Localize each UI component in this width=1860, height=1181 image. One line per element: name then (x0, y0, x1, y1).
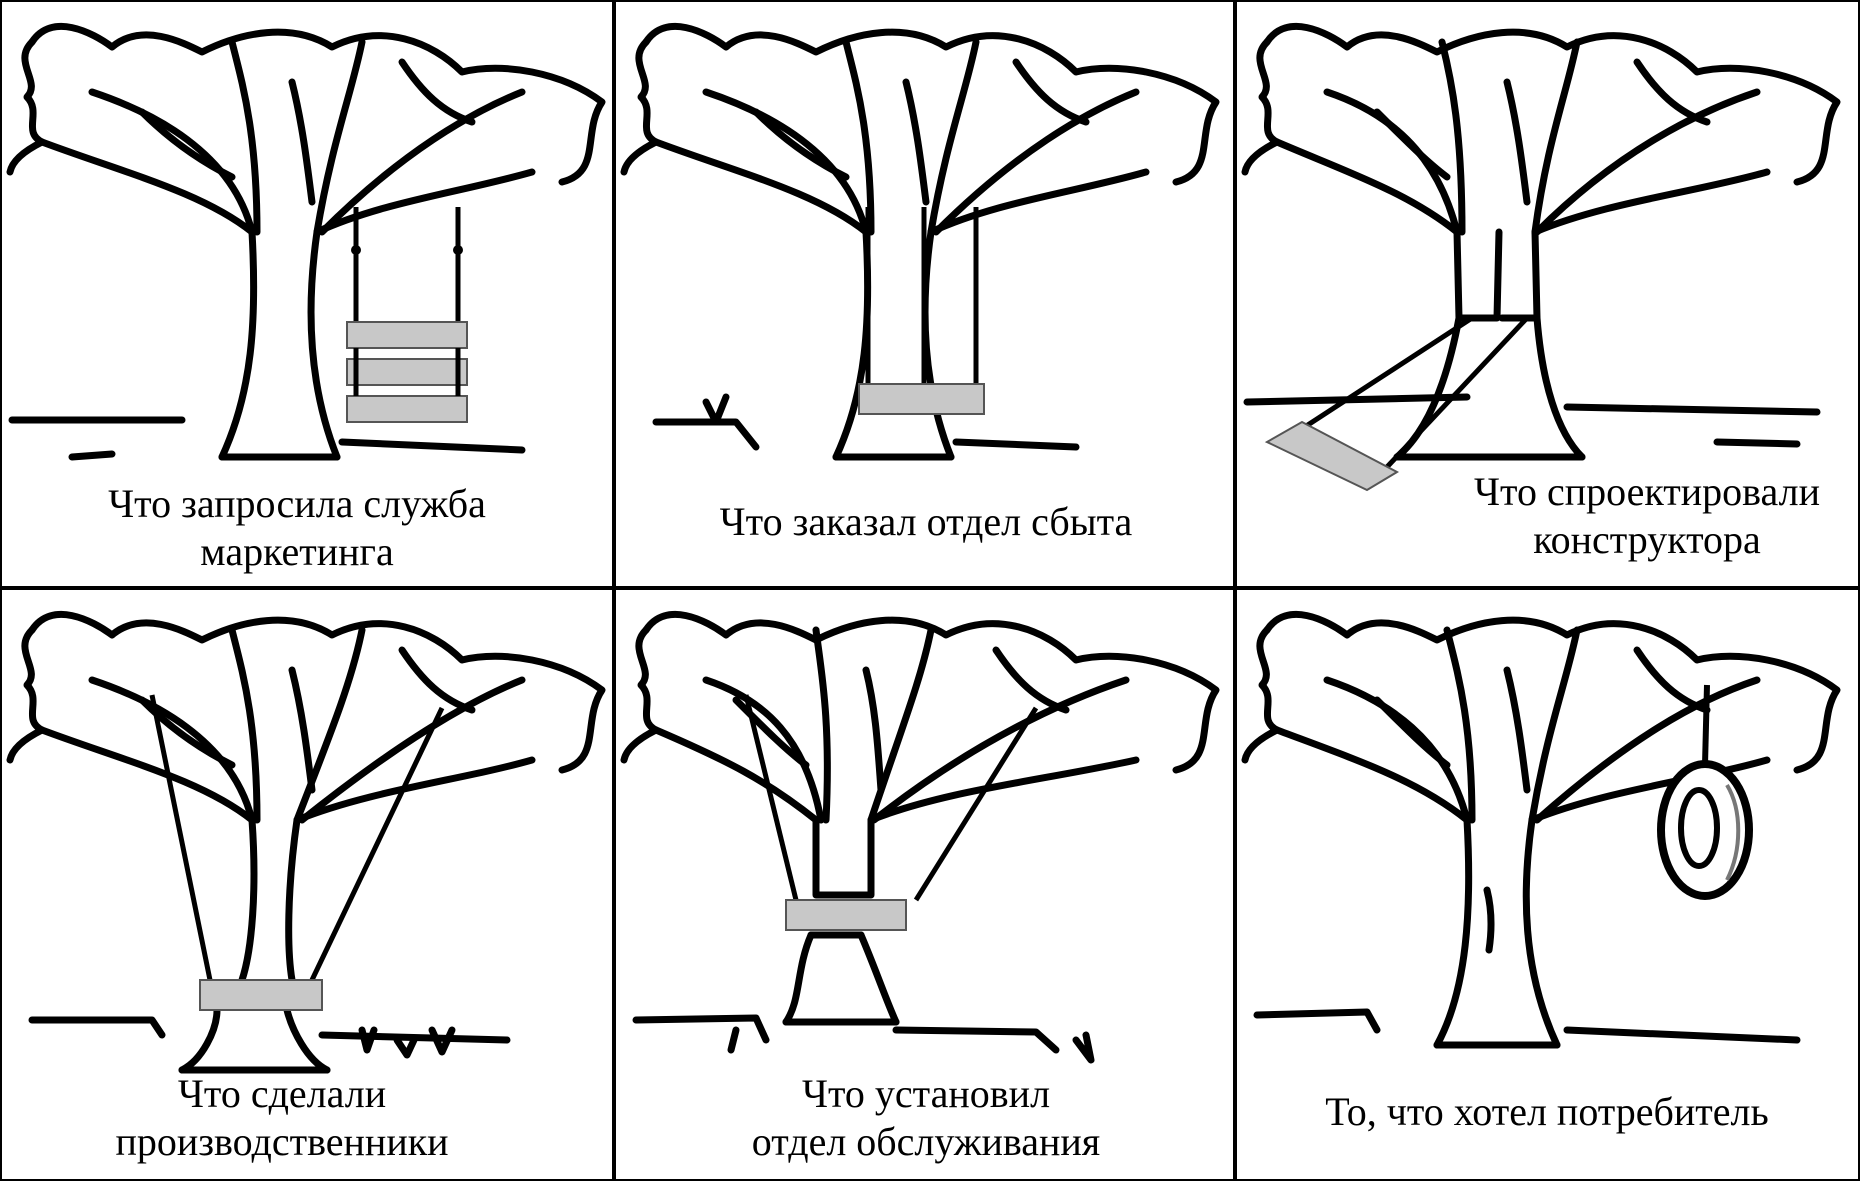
tree-drawing (6, 610, 606, 1074)
tree-with-wide-swing-illustration (620, 22, 1220, 461)
tree-drawing (1241, 610, 1841, 1049)
cut-trunk-swing (743, 694, 1039, 931)
swing-seat (346, 358, 468, 386)
caption-line: Что спроектировали (1474, 469, 1820, 514)
caption-line: отдел обслуживания (751, 1119, 1101, 1164)
swing-seat (199, 979, 323, 1011)
tree-with-split-trunk-swing-illustration (1241, 22, 1841, 492)
caption-line: Что установил (801, 1071, 1051, 1116)
panel-caption: Что запросила служба маркетинга (12, 480, 582, 576)
caption-line: Что заказал отдел сбыта (719, 499, 1133, 544)
panel-customer-wanted: То, что хотел потребитель (1235, 588, 1860, 1181)
caption-line: Что сделали (177, 1071, 387, 1116)
tire-swing (1657, 684, 1753, 900)
caption-line: производственники (115, 1119, 449, 1164)
caption-line: Что запросила служба (108, 481, 486, 526)
panel-production: Что сделали производственники (0, 588, 614, 1181)
panel-marketing-request: Что запросила служба маркетинга (0, 0, 614, 588)
panel-service-install: Что установил отдел обслуживания (614, 588, 1235, 1181)
three-seat-swing (346, 207, 468, 423)
split-trunk-swing (1264, 315, 1537, 492)
swing-seat (858, 383, 985, 415)
swing-seat (346, 321, 468, 349)
caption-line: конструктора (1533, 517, 1761, 562)
swing-seat (785, 899, 907, 931)
tree-drawing (6, 22, 606, 461)
caption-line: То, что хотел потребитель (1325, 1089, 1769, 1134)
trunk-board-swing (149, 694, 445, 1011)
panel-caption: Что сделали производственники (62, 1070, 502, 1166)
tree-drawing (1241, 22, 1841, 461)
caption-line: маркетинга (200, 529, 394, 574)
tree-with-three-seat-swing-illustration (6, 22, 606, 461)
tree-with-board-through-trunk-illustration (6, 610, 606, 1074)
swing-seat (346, 395, 468, 423)
panel-caption: Что заказал отдел сбыта (646, 498, 1206, 546)
panel-caption: Что спроектировали конструктора (1447, 468, 1847, 564)
panel-sales-order: Что заказал отдел сбыта (614, 0, 1235, 588)
tree-with-cut-trunk-swing-illustration (620, 610, 1220, 1064)
panel-design: Что спроектировали конструктора (1235, 0, 1860, 588)
tree-drawing (620, 610, 1220, 1064)
swing-seat (1264, 420, 1400, 492)
tree-with-tire-swing-illustration (1241, 610, 1841, 1049)
panel-caption: То, что хотел потребитель (1247, 1088, 1847, 1136)
panel-caption: Что установил отдел обслуживания (676, 1070, 1176, 1166)
wide-swing (858, 207, 985, 415)
